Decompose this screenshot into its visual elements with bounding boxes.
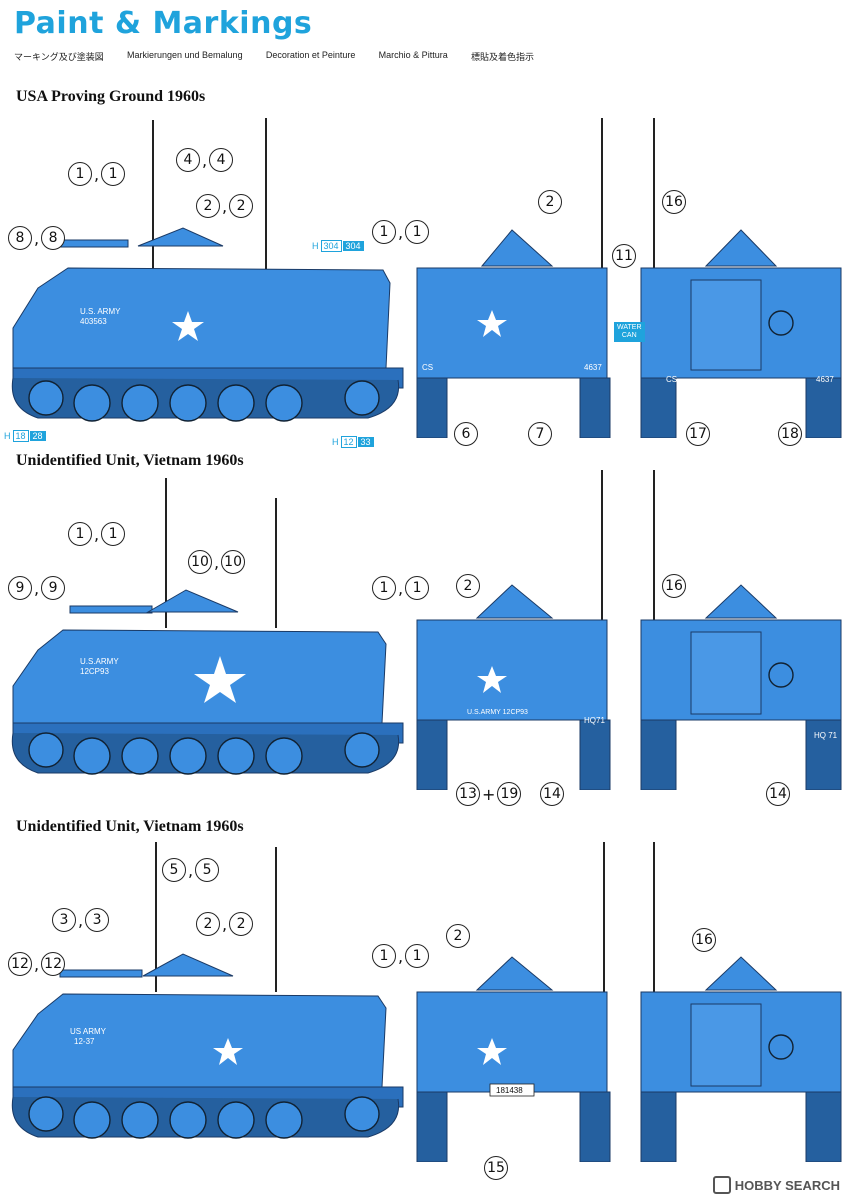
front-view-3: 181438 bbox=[416, 842, 611, 1162]
color-tag-prefix: H bbox=[4, 431, 11, 441]
callout-f2: 2 bbox=[446, 924, 470, 948]
rear-view-2: HQ 71 bbox=[640, 470, 842, 790]
callout-r16: 16 bbox=[662, 190, 686, 214]
callout-r16: 16 bbox=[692, 928, 716, 952]
callout-5: 5,5 bbox=[162, 858, 220, 882]
color-tag-prefix: H bbox=[332, 437, 339, 447]
subtitle-zh: 標貼及着色指示 bbox=[470, 52, 534, 62]
callout-10: 10,10 bbox=[188, 550, 246, 574]
callout-f6: 6 bbox=[454, 422, 478, 446]
color-tag-3: H 12 33 bbox=[332, 436, 374, 448]
front-number-1: 4637 bbox=[584, 363, 602, 372]
callout-f13-19: 13+19 bbox=[456, 782, 522, 806]
color-tag-code: 18 bbox=[12, 430, 29, 442]
callout-1a: 1,1 bbox=[68, 162, 126, 186]
color-tag-2: H 18 28 bbox=[4, 430, 46, 442]
side-marking-line1: U.S. ARMY bbox=[80, 307, 121, 316]
section-3-title: Unidentified Unit, Vietnam 1960s bbox=[16, 818, 244, 835]
callout-3: 3,3 bbox=[52, 908, 110, 932]
watermark-text: HOBBY SEARCH bbox=[734, 1177, 840, 1193]
subtitle-de: Markierungen und Bemalung bbox=[127, 50, 243, 60]
callout-1b: 1,1 bbox=[372, 576, 430, 600]
front-number-3: 181438 bbox=[496, 1086, 523, 1095]
side-view-2: U.S.ARMY 12CP93 bbox=[11, 478, 404, 775]
color-tag-code: 12 bbox=[340, 436, 357, 448]
front-code-1: CS bbox=[422, 363, 433, 372]
callout-r17: 17 bbox=[686, 422, 710, 446]
callout-1b: 1,1 bbox=[372, 220, 430, 244]
callout-f15: 15 bbox=[484, 1156, 508, 1180]
callout-9: 9,9 bbox=[8, 576, 66, 600]
callout-1b: 1,1 bbox=[372, 944, 430, 968]
color-tag-fill: 28 bbox=[29, 431, 46, 441]
callout-2: 2,2 bbox=[196, 912, 254, 936]
callout-f14: 14 bbox=[540, 782, 564, 806]
rear-view-3 bbox=[640, 842, 842, 1162]
rear-number-2: HQ 71 bbox=[814, 731, 838, 740]
subtitle-row: マーキング及び塗装図 Markierungen und Bemalung Dec… bbox=[14, 50, 534, 63]
callout-8: 8,8 bbox=[8, 226, 66, 250]
side-marking-line1: U.S.ARMY bbox=[80, 657, 119, 666]
water-can-line2: CAN bbox=[621, 332, 637, 339]
front-marking-2: U.S.ARMY 12CP93 bbox=[467, 709, 528, 716]
side-marking-line1: US ARMY bbox=[70, 1027, 107, 1036]
side-marking-line2: 12CP93 bbox=[80, 667, 109, 676]
water-can-line1: WATER bbox=[617, 324, 642, 331]
rear-code-1: CS bbox=[666, 375, 677, 384]
callout-r11: 11 bbox=[612, 244, 636, 268]
side-marking-line2: 403563 bbox=[80, 317, 107, 326]
callout-12: 12,12 bbox=[8, 952, 66, 976]
front-view-2: U.S.ARMY 12CP93 HQ71 bbox=[416, 470, 611, 790]
section-2-title: Unidentified Unit, Vietnam 1960s bbox=[16, 452, 244, 469]
subtitle-it: Marchio & Pittura bbox=[378, 50, 448, 60]
front-number-2: HQ71 bbox=[584, 716, 605, 725]
color-tag-prefix: H bbox=[312, 241, 319, 251]
callout-f7: 7 bbox=[528, 422, 552, 446]
color-tag-code: 304 bbox=[320, 240, 342, 252]
color-tag-1: H 304 304 bbox=[312, 240, 364, 252]
callout-f2: 2 bbox=[538, 190, 562, 214]
side-marking-line2: 12-37 bbox=[74, 1037, 95, 1046]
front-view-1: CS 4637 bbox=[416, 118, 611, 438]
hobby-search-logo-icon bbox=[712, 1176, 731, 1194]
callout-2: 2,2 bbox=[196, 194, 254, 218]
callout-1a: 1,1 bbox=[68, 522, 126, 546]
subtitle-ja: マーキング及び塗装図 bbox=[14, 52, 104, 62]
callout-4: 4,4 bbox=[176, 148, 234, 172]
subtitle-fr: Decoration et Peinture bbox=[265, 50, 356, 60]
side-view-3: US ARMY 12-37 bbox=[11, 842, 404, 1139]
watermark: HOBBY SEARCH bbox=[712, 1176, 840, 1194]
section-1-title: USA Proving Ground 1960s bbox=[16, 88, 206, 105]
callout-f2: 2 bbox=[456, 574, 480, 598]
water-can-label: WATER CAN bbox=[614, 322, 645, 342]
side-view-1: U.S. ARMY 403563 bbox=[11, 118, 404, 422]
rear-number-1: 4637 bbox=[816, 375, 834, 384]
page-title: Paint & Markings bbox=[14, 6, 313, 41]
rear-view-1: CS 4637 bbox=[640, 118, 842, 438]
callout-r14: 14 bbox=[766, 782, 790, 806]
color-tag-fill: 33 bbox=[357, 437, 374, 447]
color-tag-fill: 304 bbox=[342, 241, 364, 251]
callout-r16: 16 bbox=[662, 574, 686, 598]
callout-r18: 18 bbox=[778, 422, 802, 446]
